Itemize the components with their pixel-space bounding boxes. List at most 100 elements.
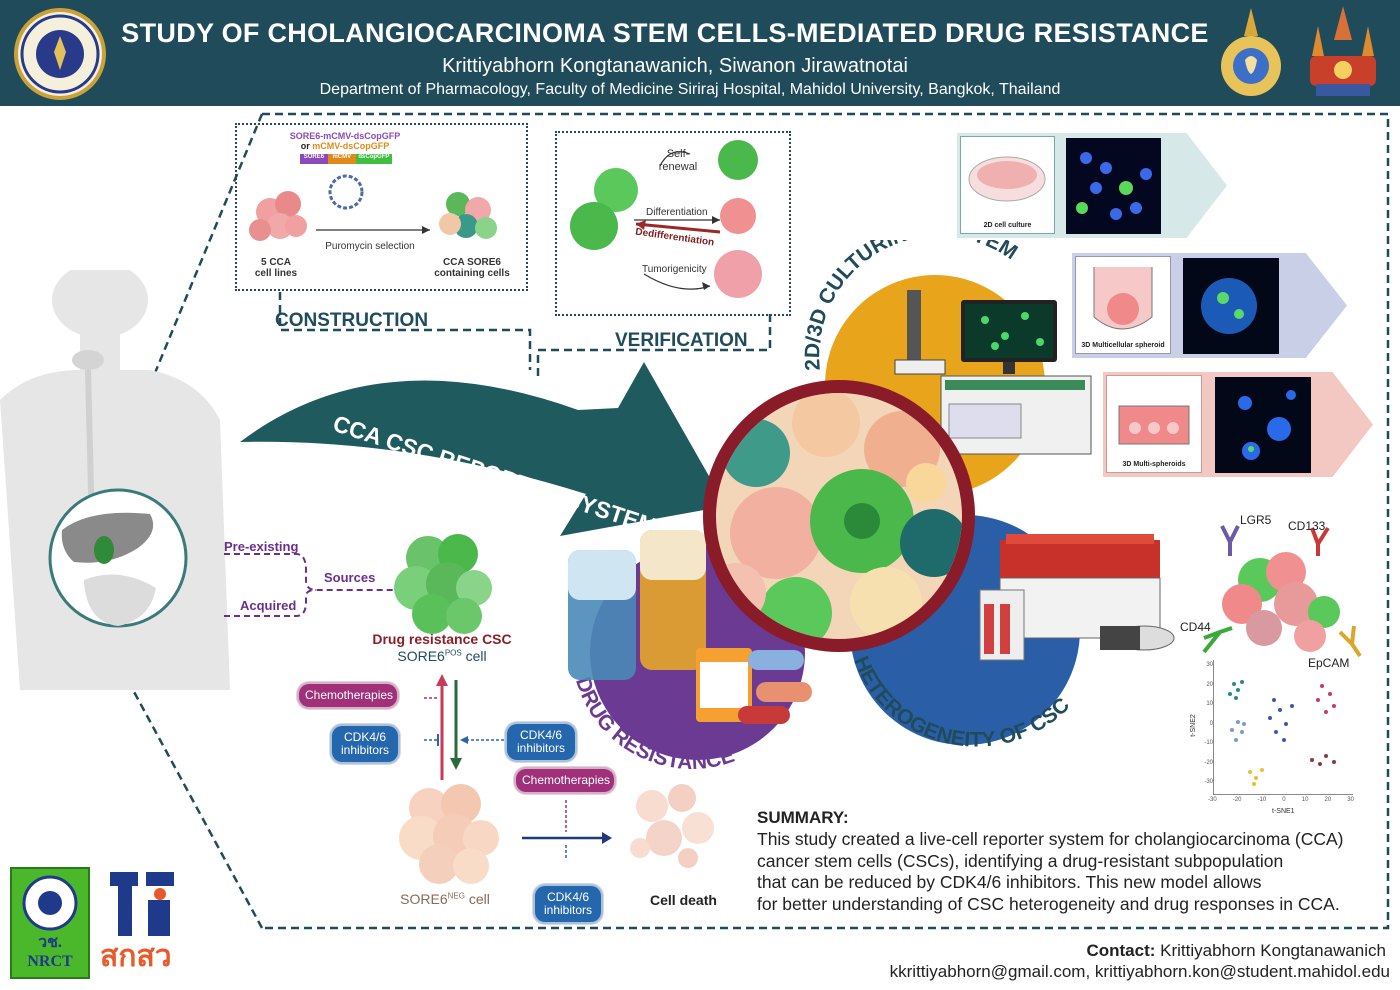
sore6-pos-suffix: cell bbox=[461, 648, 487, 664]
verification-bracket bbox=[536, 314, 772, 376]
differentiation-label: Differentiation bbox=[646, 207, 708, 218]
contact-line: Contact: Krittiyabhorn Kongtanawanich bbox=[700, 941, 1386, 961]
puromycin-step: Puromycin selection bbox=[325, 241, 415, 252]
cell-death-label: Cell death bbox=[650, 892, 717, 908]
royal-emblem-logo bbox=[1214, 6, 1288, 102]
plasmid-diagram: SORE6 mCMV dsCopGFP bbox=[300, 154, 392, 164]
2d-culture-image bbox=[1066, 138, 1161, 234]
cdk-inhibitors-right-pill: CDK4/6 inhibitors bbox=[505, 722, 577, 762]
3d-spheroid-caption: 3D Multicellular spheroid bbox=[1081, 342, 1165, 349]
tsne-xtick: -10 bbox=[1257, 797, 1267, 803]
3d-multi-spheroid-plate: 3D Multi-spheroids bbox=[1106, 375, 1202, 473]
tsne-ytick: 20 bbox=[1206, 681, 1213, 688]
summary-heading: SUMMARY: bbox=[757, 808, 849, 827]
contact-name: Krittiyabhorn Kongtanawanich bbox=[1155, 941, 1386, 960]
microscope-illustration bbox=[894, 290, 1092, 455]
plasmid-segment-gfp: dsCopGFP bbox=[355, 154, 392, 164]
tsne-xtick: -30 bbox=[1208, 797, 1217, 803]
tsri-logo-text: สกสว bbox=[100, 940, 172, 973]
drug-resistance-csc-title: Drug resistance CSC bbox=[372, 631, 512, 647]
acquired-label: Acquired bbox=[240, 598, 297, 613]
3d-multi-spheroid-caption: 3D Multi-spheroids bbox=[1122, 461, 1186, 468]
tsne-ytick: -30 bbox=[1204, 779, 1213, 785]
3d-multi-spheroid-image bbox=[1215, 377, 1311, 473]
tsne-ytick: 10 bbox=[1206, 701, 1213, 707]
pathway-arrows bbox=[424, 674, 612, 858]
3d-spheroid-image bbox=[1183, 258, 1279, 354]
plasmid-or: or bbox=[300, 141, 310, 151]
sore6-neg-cell-label: SORE6NEG cell bbox=[380, 891, 510, 907]
tsne-xtick: -20 bbox=[1232, 797, 1242, 803]
verification-panel bbox=[555, 131, 791, 316]
tsne-xlabel: t-SNE1 bbox=[1272, 808, 1295, 815]
3d-spheroid-well: 3D Multicellular spheroid bbox=[1075, 256, 1171, 354]
tsne-ytick: -10 bbox=[1204, 740, 1213, 746]
flow-cytometer-illustration bbox=[979, 534, 1175, 661]
chemotherapies-lower-pill: Chemotherapies bbox=[514, 767, 616, 794]
sore6-pos-prefix: SORE6 bbox=[397, 648, 445, 664]
sore6-cells-caption: CCA SORE6 containing cells bbox=[434, 257, 510, 279]
cdk-inhibitors-left-pill: CDK4/6 inhibitors bbox=[330, 724, 400, 764]
sore6-pos-superscript: POS bbox=[444, 648, 462, 658]
tsne-xticks: -30 -20 -10 0 10 20 30 bbox=[1208, 797, 1354, 803]
drug-bags-illustration bbox=[568, 530, 812, 724]
dead-cells-illustration bbox=[630, 784, 714, 868]
construction-panel bbox=[235, 123, 528, 291]
heterogeneity-label-arc: HETEROGENEITY OF CSC bbox=[849, 653, 1074, 752]
csc-cluster-illustration bbox=[394, 534, 492, 634]
self-renewal-label: Self- renewal bbox=[658, 148, 698, 173]
contact-emails: kkrittiyabhorn@gmail.com, krittiyabhorn.… bbox=[889, 962, 1390, 981]
chemotherapies-left-pill: Chemotherapies bbox=[297, 682, 399, 709]
tsne-ytick: 30 bbox=[1206, 662, 1213, 668]
tsne-xtick: 10 bbox=[1301, 797, 1309, 803]
csc-markers-illustration bbox=[1202, 525, 1362, 658]
sources-label: Sources bbox=[324, 570, 376, 585]
plasmid-segment-sore6: SORE6 bbox=[300, 154, 328, 164]
cdk-inhibitors-lower-pill: CDK4/6 inhibitors bbox=[533, 884, 603, 924]
marker-epcam: EpCAM bbox=[1308, 656, 1350, 670]
2d-culture-caption: 2D cell culture bbox=[983, 222, 1032, 229]
authors: Krittiyabhorn Kongtanawanich, Siwanon Ji… bbox=[442, 55, 908, 77]
neg-cell-cluster-illustration bbox=[399, 784, 499, 884]
poster-title: STUDY OF CHOLANGIOCARCINOMA STEM CELLS-M… bbox=[121, 18, 1209, 48]
summary-text: This study created a live-cell reporter … bbox=[757, 829, 1344, 914]
tsne-xtick: 0 bbox=[1282, 797, 1286, 803]
sore6-neg-prefix: SORE6 bbox=[400, 891, 448, 907]
construction-label: CONSTRUCTION bbox=[275, 310, 429, 331]
verification-label: VERIFICATION bbox=[615, 330, 748, 351]
nrct-logo-text: วช. NRCT bbox=[27, 934, 73, 970]
tsne-ytick: 0 bbox=[1209, 720, 1213, 727]
human-body-illustration bbox=[0, 270, 230, 690]
contact-label: Contact: bbox=[1086, 941, 1156, 960]
tsne-plot bbox=[1213, 660, 1353, 795]
plasmid-label-line2: mCMV-dsCopGFP bbox=[312, 141, 390, 151]
tsne-xtick: 30 bbox=[1347, 797, 1354, 803]
tsri-logo: สกสว bbox=[100, 870, 190, 980]
siriraj-emblem-logo bbox=[1302, 6, 1384, 102]
department: Department of Pharmacology, Faculty of M… bbox=[319, 81, 1061, 98]
plasmid-label-line1: SORE6-mCMV-dsCopGFP bbox=[289, 131, 401, 141]
cca-cell-lines-caption: 5 CCA cell lines bbox=[254, 257, 298, 279]
sources-bracket bbox=[224, 553, 396, 617]
construction-illustration bbox=[249, 174, 497, 241]
mahidol-logo bbox=[14, 8, 106, 100]
marker-lgr5: LGR5 bbox=[1240, 513, 1272, 527]
header-bar bbox=[0, 0, 1400, 106]
2d-culture-dish: 2D cell culture bbox=[960, 136, 1055, 234]
sore6-neg-superscript: NEG bbox=[447, 891, 465, 901]
tsne-ytick: -20 bbox=[1204, 759, 1213, 766]
sore6-neg-suffix: cell bbox=[464, 891, 490, 907]
verification-illustration bbox=[570, 140, 762, 298]
tsne-ylabel: t-SNE2 bbox=[1189, 714, 1197, 737]
marker-cd44: CD44 bbox=[1180, 620, 1211, 634]
nrct-logo: วช. NRCT bbox=[10, 867, 90, 979]
pre-existing-label: Pre-existing bbox=[224, 539, 299, 554]
reporter-system-arrow bbox=[240, 362, 726, 536]
tsne-xtick: 20 bbox=[1324, 797, 1332, 803]
plasmid-label: SORE6-mCMV-dsCopGFP or mCMV-dsCopGFP bbox=[240, 131, 450, 151]
tsne-yticks: 30 20 10 0 -10 -20 -30 bbox=[1201, 656, 1213, 793]
plasmid-segment-mcmv: mCMV bbox=[327, 154, 356, 164]
tumorigenicity-label: Tumorigenicity bbox=[642, 264, 707, 275]
sore6-pos-cell-label: SORE6POS cell bbox=[370, 648, 514, 664]
